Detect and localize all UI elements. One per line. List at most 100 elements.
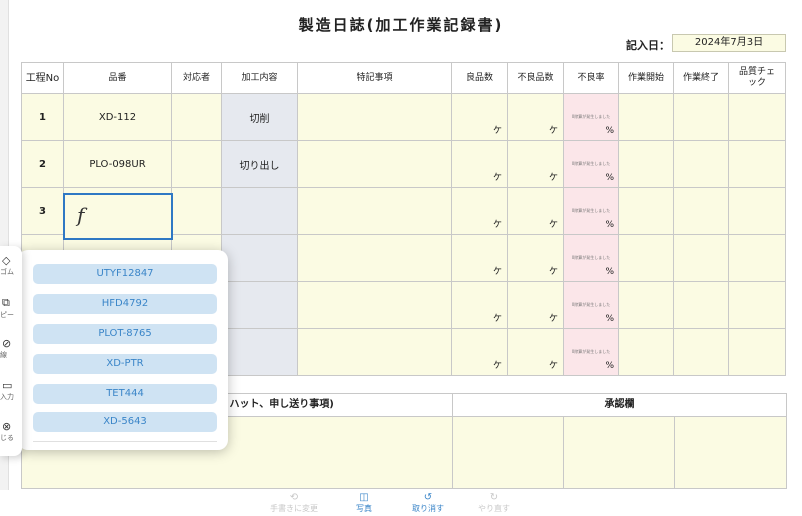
good-qty-cell[interactable]: ケ bbox=[451, 328, 508, 376]
redo-button[interactable]: ↻ やり直す bbox=[459, 492, 529, 514]
handwriting-stroke: f bbox=[77, 203, 85, 227]
count-unit: ケ bbox=[492, 314, 502, 324]
count-unit: ケ bbox=[492, 220, 502, 230]
approval-divider bbox=[674, 416, 675, 488]
approval-section: 承認欄 bbox=[452, 393, 787, 489]
suggestion-item[interactable]: PLOT-8765 bbox=[33, 324, 217, 344]
defect-qty-cell[interactable]: ケ bbox=[507, 281, 564, 329]
defect-qty-cell[interactable]: ケ bbox=[507, 140, 564, 188]
work-end-cell[interactable] bbox=[673, 93, 729, 141]
work-end-cell[interactable] bbox=[673, 187, 729, 235]
count-unit: ケ bbox=[492, 267, 502, 277]
work-start-cell[interactable] bbox=[618, 234, 674, 282]
good-qty-cell[interactable]: ケ bbox=[451, 140, 508, 188]
defect-qty-cell[interactable]: ケ bbox=[507, 93, 564, 141]
work-end-cell[interactable] bbox=[673, 281, 729, 329]
remarks-cell[interactable] bbox=[297, 93, 452, 141]
table-row: 1 XD-112 切削 ケ ケ 0除算が発生しました% bbox=[21, 93, 786, 141]
undo-button[interactable]: ↺ 取り消す bbox=[393, 492, 463, 514]
rate-unit: % bbox=[605, 220, 614, 230]
part-no-cell[interactable]: PLO-098UR bbox=[63, 140, 172, 188]
work-end-cell[interactable] bbox=[673, 234, 729, 282]
process-cell[interactable] bbox=[221, 328, 298, 376]
entry-date-field[interactable]: 2024年7月3日 bbox=[672, 34, 786, 52]
undo-icon: ↺ bbox=[423, 492, 433, 503]
process-cell[interactable]: 切り出し bbox=[221, 140, 298, 188]
count-unit: ケ bbox=[548, 361, 558, 371]
pen-tool-menu: ◇ ゴム ⧉ ピー ⊘ 線 ▭ 入力 ⊗ じる bbox=[0, 246, 22, 456]
convert-handwriting-button[interactable]: ⟲ 手書きに変更 bbox=[259, 492, 329, 514]
defect-rate-cell: 0除算が発生しました% bbox=[563, 187, 619, 235]
process-cell[interactable]: 切削 bbox=[221, 93, 298, 141]
col-header-process: 加工内容 bbox=[221, 62, 298, 94]
quality-check-cell[interactable] bbox=[728, 93, 786, 141]
remarks-cell[interactable] bbox=[297, 328, 452, 376]
work-start-cell[interactable] bbox=[618, 328, 674, 376]
quality-check-cell[interactable] bbox=[728, 187, 786, 235]
process-no-cell[interactable]: 2 bbox=[21, 140, 64, 188]
work-start-cell[interactable] bbox=[618, 281, 674, 329]
work-end-cell[interactable] bbox=[673, 140, 729, 188]
part-suggestion-popup: UTYF12847 HFD4792 PLOT-8765 XD-PTR TET44… bbox=[18, 250, 228, 450]
camera-icon: ◫ bbox=[359, 492, 369, 503]
defect-rate-cell: 0除算が発生しました% bbox=[563, 140, 619, 188]
operator-cell[interactable] bbox=[171, 93, 222, 141]
good-qty-cell[interactable]: ケ bbox=[451, 187, 508, 235]
process-no-cell[interactable]: 3 bbox=[21, 187, 64, 235]
process-no-cell[interactable]: 1 bbox=[21, 93, 64, 141]
close-label: じる bbox=[0, 434, 14, 442]
quality-check-cell[interactable] bbox=[728, 281, 786, 329]
defect-qty-cell[interactable]: ケ bbox=[507, 187, 564, 235]
process-cell[interactable] bbox=[221, 281, 298, 329]
active-part-no-input[interactable] bbox=[63, 193, 173, 240]
strike-label: 線 bbox=[0, 351, 7, 359]
process-cell[interactable] bbox=[221, 187, 298, 235]
count-unit: ケ bbox=[492, 173, 502, 183]
quality-check-cell[interactable] bbox=[728, 234, 786, 282]
good-qty-cell[interactable]: ケ bbox=[451, 93, 508, 141]
suggestion-item[interactable]: UTYF12847 bbox=[33, 264, 217, 284]
count-unit: ケ bbox=[548, 126, 558, 136]
good-qty-cell[interactable]: ケ bbox=[451, 281, 508, 329]
remarks-cell[interactable] bbox=[297, 187, 452, 235]
col-header-defect-qty: 不良品数 bbox=[507, 62, 564, 94]
photo-button[interactable]: ◫ 写真 bbox=[329, 492, 399, 514]
rate-error-note: 0除算が発生しました bbox=[571, 255, 611, 260]
col-header-part-no: 品番 bbox=[63, 62, 172, 94]
remarks-cell[interactable] bbox=[297, 234, 452, 282]
work-start-cell[interactable] bbox=[618, 140, 674, 188]
operator-cell[interactable] bbox=[171, 187, 222, 235]
part-no-cell[interactable]: XD-112 bbox=[63, 93, 172, 141]
defect-qty-cell[interactable]: ケ bbox=[507, 234, 564, 282]
close-tool[interactable]: ⊗ じる bbox=[0, 420, 22, 443]
defect-rate-cell: 0除算が発生しました% bbox=[563, 234, 619, 282]
page-title: 製造日誌(加工作業記録書) bbox=[298, 16, 504, 34]
work-start-cell[interactable] bbox=[618, 187, 674, 235]
quality-check-cell[interactable] bbox=[728, 140, 786, 188]
remarks-cell[interactable] bbox=[297, 140, 452, 188]
keyboard-input-tool[interactable]: ▭ 入力 bbox=[0, 379, 22, 402]
suggestion-item[interactable]: TET444 bbox=[33, 384, 217, 404]
good-qty-cell[interactable]: ケ bbox=[451, 234, 508, 282]
suggestion-item[interactable]: HFD4792 bbox=[33, 294, 217, 314]
col-header-good-qty: 良品数 bbox=[451, 62, 508, 94]
redo-icon: ↻ bbox=[489, 492, 499, 503]
operator-cell[interactable] bbox=[171, 140, 222, 188]
suggestion-item[interactable]: XD-5643 bbox=[33, 412, 217, 432]
eraser-tool[interactable]: ◇ ゴム bbox=[0, 254, 22, 277]
copy-tool[interactable]: ⧉ ピー bbox=[0, 296, 22, 320]
strike-tool[interactable]: ⊘ 線 bbox=[0, 337, 22, 360]
suggestion-item[interactable]: XD-PTR bbox=[33, 354, 217, 374]
quality-check-cell[interactable] bbox=[728, 328, 786, 376]
work-end-cell[interactable] bbox=[673, 328, 729, 376]
rate-error-note: 0除算が発生しました bbox=[571, 161, 611, 166]
remarks-cell[interactable] bbox=[297, 281, 452, 329]
count-unit: ケ bbox=[548, 314, 558, 324]
count-unit: ケ bbox=[548, 267, 558, 277]
work-start-cell[interactable] bbox=[618, 93, 674, 141]
process-cell[interactable] bbox=[221, 234, 298, 282]
col-header-remarks: 特記事項 bbox=[297, 62, 452, 94]
rate-error-note: 0除算が発生しました bbox=[571, 208, 611, 213]
defect-qty-cell[interactable]: ケ bbox=[507, 328, 564, 376]
